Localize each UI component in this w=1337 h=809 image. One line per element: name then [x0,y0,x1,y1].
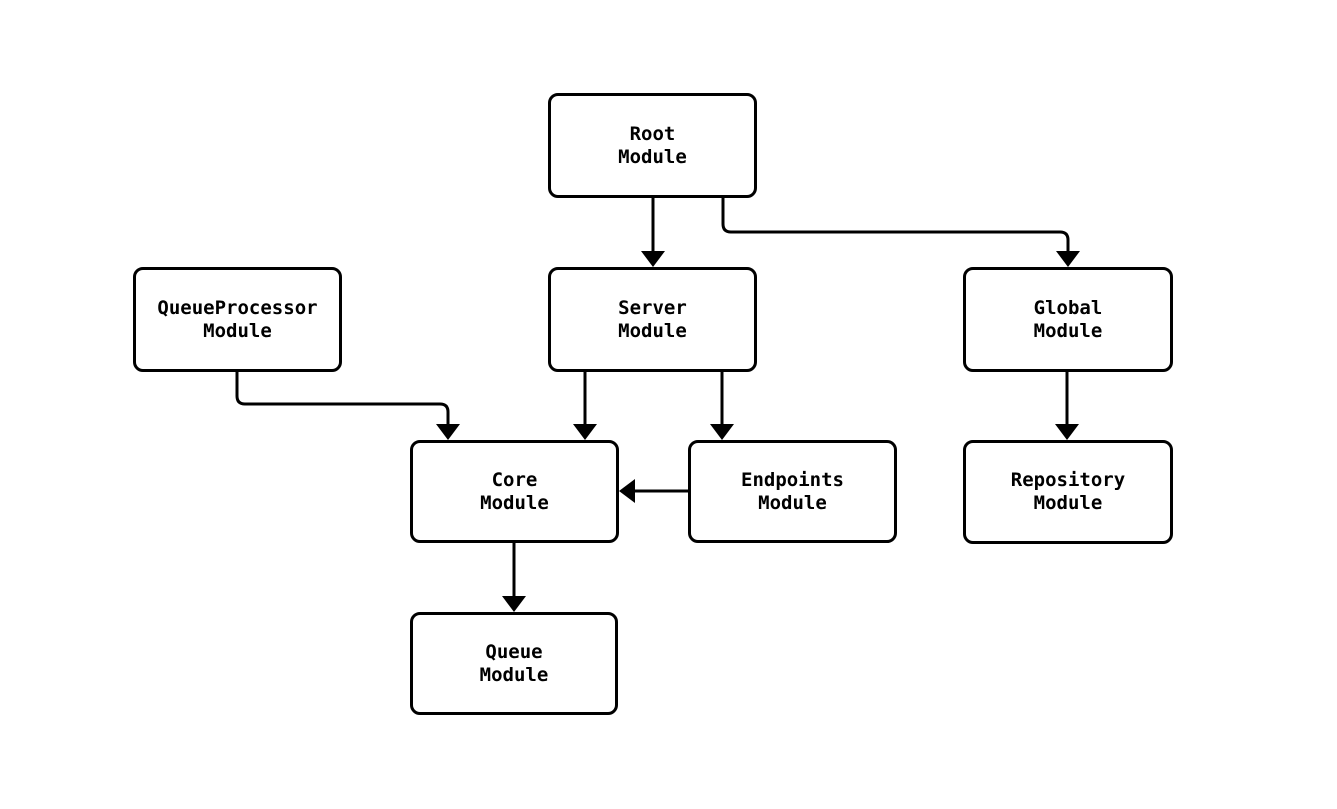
arrowhead-root-to-server [641,251,665,267]
node-core-label-line: Core [491,468,538,491]
edge-root-to-global [721,198,1070,251]
node-root-label-line: Module [618,145,687,168]
node-endpoints-label-line: Module [758,491,827,514]
node-queue-label-line: Module [479,663,549,686]
node-queue-processor-label-line: Module [203,319,272,342]
arrowhead-core-to-queue [502,596,526,612]
node-server-label-line: Server [618,296,687,319]
arrowhead-endpoints-to-core [619,479,635,503]
node-queue-processor-label-line: QueueProcessor [157,296,318,319]
edge-queue-processor-to-core [235,372,450,424]
arrowhead-server-to-endpoints [710,424,734,440]
arrowhead-global-to-repository [1055,424,1079,440]
node-queue-label-line: Queue [485,640,543,663]
node-endpoints-label-line: Endpoints [741,468,844,491]
node-core-label-line: Module [480,491,549,514]
arrowhead-server-to-core [573,424,597,440]
node-global-label-line: Global [1033,296,1103,319]
node-repository-label-line: Repository [1010,469,1126,491]
node-root-label-line: Root [629,122,676,145]
arrowhead-queue-processor-to-core [436,424,460,440]
node-server-label-line: Module [618,319,687,342]
node-global-label-line: Module [1033,319,1103,342]
node-repository-label-line: Module [1033,492,1103,514]
arrowhead-root-to-global [1056,251,1080,267]
